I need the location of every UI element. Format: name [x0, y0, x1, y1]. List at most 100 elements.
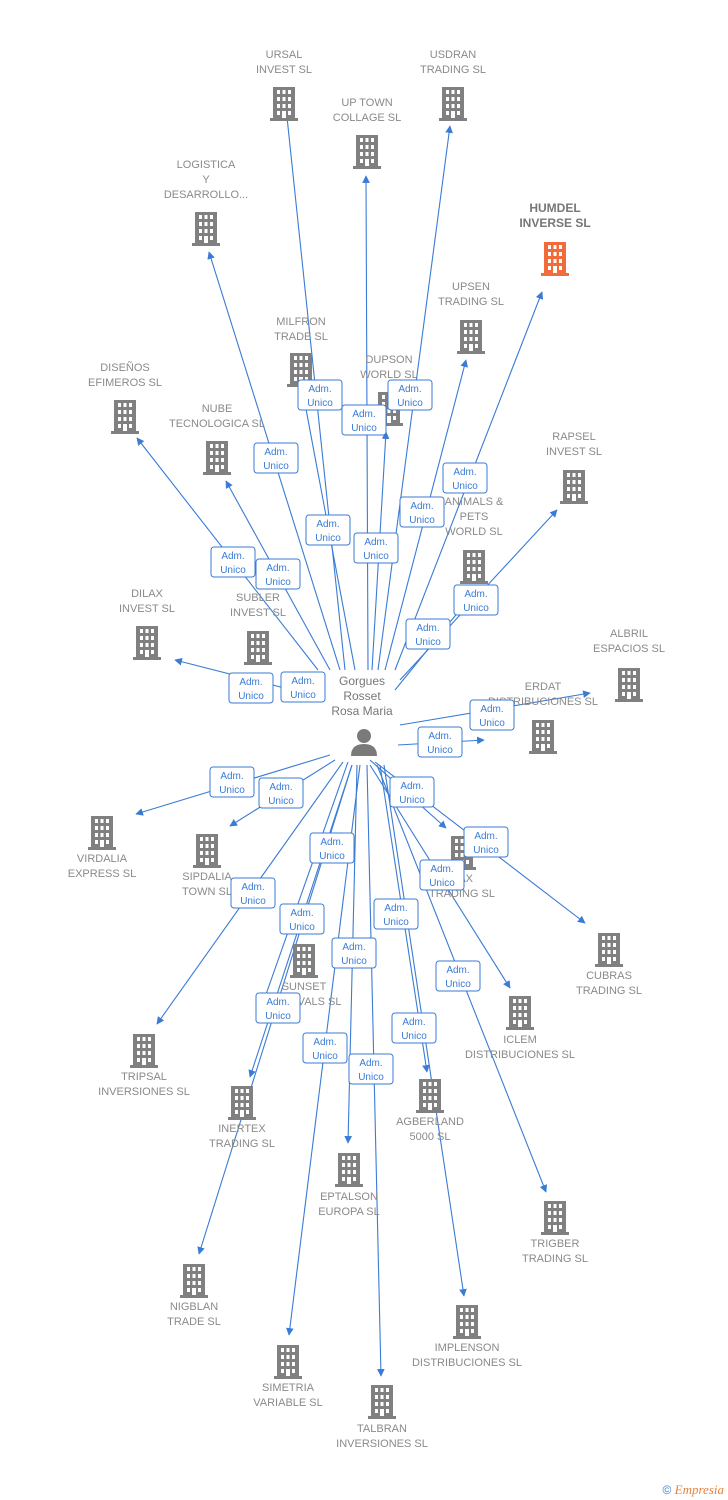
- relation-label-sipdalia[interactable]: Adm.Unico: [258, 777, 304, 809]
- company-name-trigber: TRIGBER: [531, 1238, 580, 1250]
- relation-label-text: Unico: [363, 551, 389, 562]
- company-name-sax: TRADING SL: [429, 888, 495, 900]
- building-icon: [244, 631, 272, 665]
- relation-label-dupson[interactable]: Adm.Unico: [353, 532, 399, 564]
- relation-label-cubras[interactable]: Adm.Unico: [463, 826, 509, 858]
- relation-label-inertex[interactable]: Adm.Unico: [279, 903, 325, 935]
- relation-label-text: Adm.: [384, 903, 407, 914]
- company-name-milfron: TRADE SL: [274, 331, 328, 343]
- relation-label-box: [463, 826, 509, 858]
- company-node-implenson[interactable]: IMPLENSON DISTRIBUCIONES SL: [412, 1305, 522, 1369]
- relation-label-simetria[interactable]: Adm.Unico: [302, 1032, 348, 1064]
- relation-label-implenson[interactable]: Adm.Unico: [391, 1012, 437, 1044]
- relation-label-ursal[interactable]: Adm.Unico: [297, 379, 343, 411]
- relation-label-iclem[interactable]: Adm.Unico: [419, 859, 465, 891]
- company-name-rapsel: RAPSEL: [552, 431, 595, 443]
- relation-label-eptalson[interactable]: Adm.Unico: [331, 937, 377, 969]
- building-icon: [595, 933, 623, 967]
- company-node-eptalson[interactable]: EPTALSON EUROPA SL: [318, 1153, 380, 1218]
- relation-label-text: Unico: [341, 956, 367, 967]
- relation-label-box: [389, 776, 435, 808]
- company-name-animals: ANIMALS &: [445, 496, 504, 508]
- company-name-subler: INVEST SL: [230, 607, 286, 619]
- relation-label-talbran[interactable]: Adm.Unico: [348, 1053, 394, 1085]
- company-name-implenson: IMPLENSON: [435, 1342, 500, 1354]
- relation-label-milfron[interactable]: Adm.Unico: [305, 514, 351, 546]
- relation-label-erdat[interactable]: Adm.Unico: [417, 726, 463, 758]
- relation-label-agberland[interactable]: Adm.Unico: [373, 898, 419, 930]
- company-name-uptown: COLLAGE SL: [333, 112, 401, 124]
- relation-label-box: [341, 404, 387, 436]
- company-name-eptalson: EPTALSON: [320, 1191, 378, 1203]
- relation-label-text: Unico: [351, 423, 377, 434]
- relation-label-nigblan[interactable]: Adm.Unico: [255, 992, 301, 1024]
- company-name-upsen: UPSEN: [452, 281, 490, 293]
- company-name-sunset: SUNSET: [282, 981, 327, 993]
- company-name-eptalson: EUROPA SL: [318, 1206, 380, 1218]
- relation-label-disenos[interactable]: Adm.Unico: [210, 546, 256, 578]
- relation-label-text: Unico: [268, 796, 294, 807]
- relation-label-text: Unico: [358, 1072, 384, 1083]
- brand-logo-text[interactable]: Empresia: [674, 1482, 724, 1497]
- company-name-sipdalia: TOWN SL: [182, 886, 232, 898]
- relation-label-uptown[interactable]: Adm.Unico: [341, 404, 387, 436]
- relation-label-box: [209, 766, 255, 798]
- company-name-implenson: DISTRIBUCIONES SL: [412, 1357, 522, 1369]
- relation-label-box: [331, 937, 377, 969]
- relation-label-text: Unico: [409, 515, 435, 526]
- relation-label-nube[interactable]: Adm.Unico: [255, 558, 301, 590]
- relation-label-text: Adm.: [220, 771, 243, 782]
- relation-label-dilax[interactable]: Adm.Unico: [228, 672, 274, 704]
- building-icon: [368, 1385, 396, 1419]
- relation-label-albril[interactable]: Adm.Unico: [469, 699, 515, 731]
- company-name-humdel: INVERSE SL: [519, 216, 590, 230]
- relation-label-tripsal[interactable]: Adm.Unico: [230, 877, 276, 909]
- relation-label-text: Adm.: [400, 781, 423, 792]
- relation-label-trigber[interactable]: Adm.Unico: [435, 960, 481, 992]
- relation-label-humdel[interactable]: Adm.Unico: [442, 462, 488, 494]
- relation-label-animals[interactable]: Adm.Unico: [405, 618, 451, 650]
- company-node-logistica[interactable]: LOGISTICAYDESARROLLO...: [164, 159, 248, 246]
- company-name-agberland: AGBERLAND: [396, 1116, 464, 1128]
- relation-label-logistica[interactable]: Adm.Unico: [253, 442, 299, 474]
- relation-label-subler[interactable]: Adm.Unico: [280, 671, 326, 703]
- building-icon: [506, 996, 534, 1030]
- relation-label-usdran[interactable]: Adm.Unico: [387, 379, 433, 411]
- relation-label-upsen[interactable]: Adm.Unico: [399, 496, 445, 528]
- relation-label-sax[interactable]: Adm.Unico: [389, 776, 435, 808]
- company-name-nube: TECNOLOGICA SL: [169, 418, 265, 430]
- relation-label-virdalia[interactable]: Adm.Unico: [209, 766, 255, 798]
- building-icon: [228, 1086, 256, 1120]
- relation-label-rapsel[interactable]: Adm.Unico: [453, 584, 499, 616]
- relation-label-text: Adm.: [266, 563, 289, 574]
- company-name-dupson: WORLD SL: [360, 369, 417, 381]
- relation-label-sunset[interactable]: Adm.Unico: [309, 832, 355, 864]
